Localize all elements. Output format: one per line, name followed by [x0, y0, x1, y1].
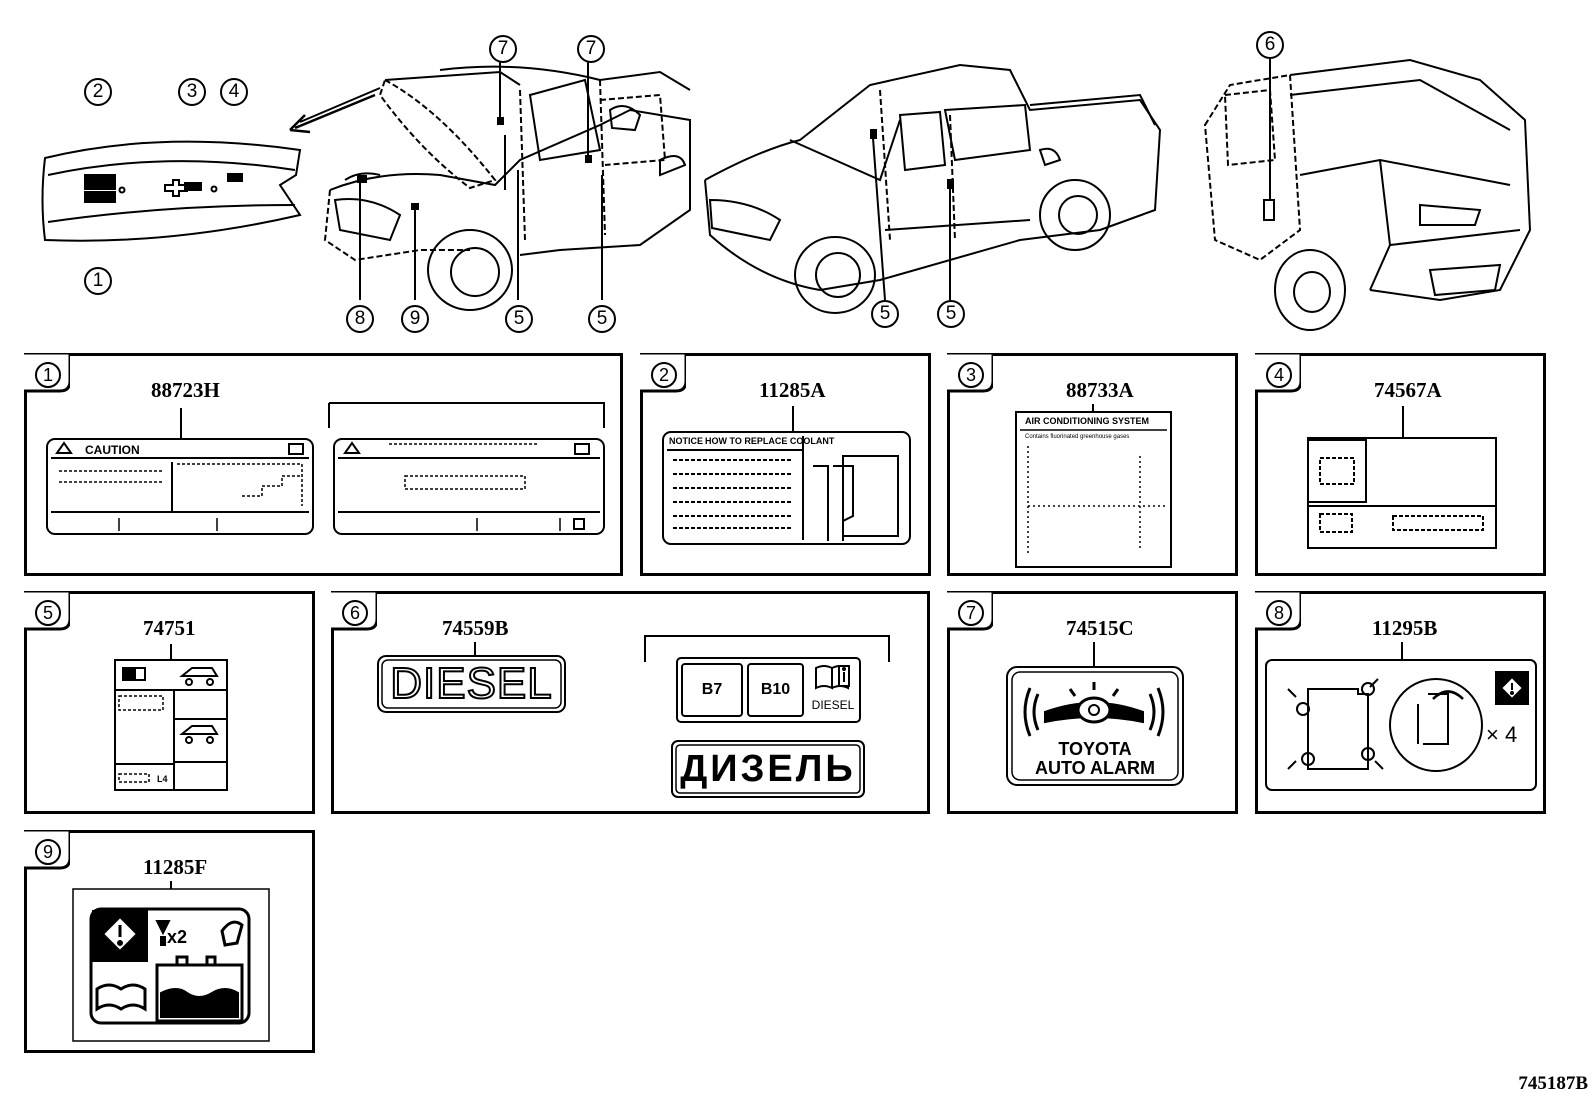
panel-8: 8 11295B × 4	[1255, 591, 1546, 814]
alarm-line2: AUTO ALARM	[1035, 758, 1155, 778]
panel-6: 6 74559B DIESEL B7 B10 DIESEL ДИЗЕЛЬ	[331, 591, 930, 814]
part-code: 11285A	[759, 378, 826, 402]
x2-label: x2	[167, 927, 188, 947]
diesel-russian-label: ДИЗЕЛЬ	[680, 748, 856, 790]
part-code: 88733A	[1066, 378, 1134, 402]
callout-4: 4	[220, 78, 248, 106]
callout-9: 9	[401, 305, 429, 333]
vehicle-illustration	[41, 40, 1532, 331]
callout-7a: 7	[489, 35, 517, 63]
book-info-icon	[815, 665, 850, 690]
l4-label: L4	[157, 774, 168, 784]
part-code: 88723H	[151, 378, 220, 402]
truck-front-hood-open	[323, 40, 691, 311]
panel-number: 2	[651, 362, 677, 388]
truck-front-three-quarter	[704, 63, 1162, 314]
callout-8: 8	[346, 305, 374, 333]
diagram-code: 745187B	[1518, 1073, 1588, 1094]
diesel-label: DIESEL	[389, 659, 553, 709]
coolant-label: HOW TO REPLACE COOLANT	[705, 436, 835, 446]
ac-subtitle: Contains fluorinated greenhouse gases	[1025, 434, 1130, 440]
panel-number: 5	[35, 600, 61, 626]
truck-rear-view	[1203, 58, 1532, 331]
panel-5: 5 74751 L4	[24, 591, 315, 814]
panel-number: 4	[1266, 362, 1292, 388]
callout-5c: 5	[871, 300, 899, 328]
part-code: 74559B	[442, 616, 509, 640]
part-code: 74751	[143, 616, 196, 640]
callout-3: 3	[178, 78, 206, 106]
ac-title: AIR CONDITIONING SYSTEM	[1025, 416, 1150, 426]
coolant-reservoir-icon	[155, 920, 244, 1023]
diesel-small-label: DIESEL	[811, 698, 855, 712]
panel-7: 7 74515C TOYOTA AUTO ALARM	[947, 591, 1238, 814]
callout-6: 6	[1256, 31, 1284, 59]
b7-label: B7	[701, 681, 723, 698]
part-code: 11285F	[143, 855, 208, 879]
callout-1: 1	[84, 267, 112, 295]
panel-2: 2 11285A NOTICE HOW TO REPLACE COOLANT	[640, 353, 931, 576]
b10-label: B10	[760, 681, 791, 698]
caution-label: CAUTION	[85, 443, 140, 457]
panel-1: 1 88723H CAUTION	[24, 353, 623, 576]
panel-9: 9 11285F x2	[24, 830, 315, 1053]
alarm-line1: TOYOTA	[1058, 739, 1132, 759]
callout-5d: 5	[937, 300, 965, 328]
panel-4: 4 74567A	[1255, 353, 1546, 576]
panel-number: 7	[958, 600, 984, 626]
panel-3: 3 88733A AIR CONDITIONING SYSTEM Contain…	[947, 353, 1238, 576]
panel-number: 9	[35, 839, 61, 865]
callout-2: 2	[84, 78, 112, 106]
part-code: 74567A	[1374, 378, 1442, 402]
hood-underside-strip	[41, 140, 302, 242]
callout-7b: 7	[577, 35, 605, 63]
part-code: 11295B	[1372, 616, 1438, 640]
callout-5b: 5	[588, 305, 616, 333]
alarm-icon	[1023, 682, 1165, 737]
notice-label: NOTICE	[669, 436, 704, 446]
callout-5a: 5	[505, 305, 533, 333]
panel-number: 3	[958, 362, 984, 388]
multiplier-label: × 4	[1486, 722, 1518, 747]
panel-number: 1	[35, 362, 61, 388]
panel-number: 6	[342, 600, 368, 626]
direction-arrow	[289, 93, 376, 134]
manual-icon	[95, 983, 147, 1012]
panel-number: 8	[1266, 600, 1292, 626]
part-code: 74515C	[1066, 616, 1134, 640]
